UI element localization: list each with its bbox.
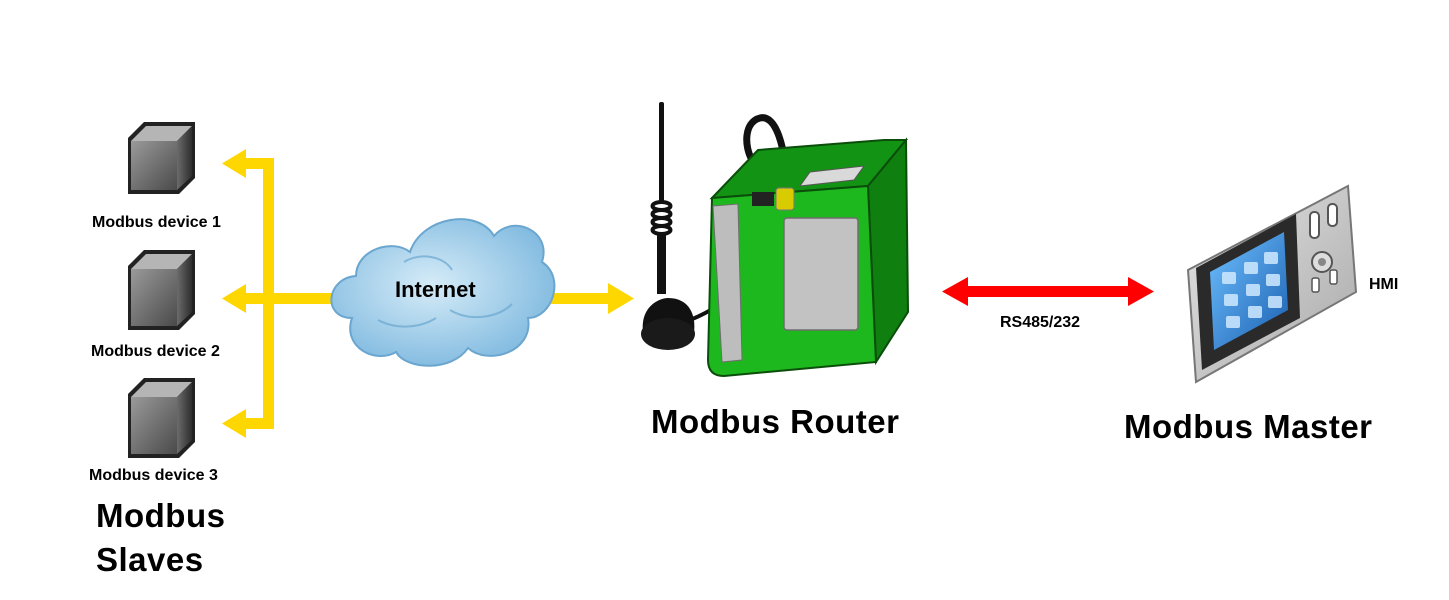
serial-link-label: RS485/232 [1000,314,1081,331]
slave-device-3-label: Modbus device 3 [89,467,218,484]
cube-icon-device-3 [128,378,195,458]
slave-device-1-label: Modbus device 1 [92,214,221,231]
router-label: Modbus Router [651,403,900,440]
hmi-panel-icon [1186,184,1358,384]
slaves-group-title-line-2: Slaves [96,541,204,578]
slaves-group-title-line-1: Modbus [96,497,226,534]
router-icon [706,114,910,378]
antenna-icon [641,102,718,350]
master-label: Modbus Master [1124,408,1373,445]
slave-device-2-label: Modbus device 2 [91,343,220,360]
cloud-icon [330,218,556,367]
cube-icon-device-1 [128,122,195,194]
hmi-label: HMI [1369,276,1399,293]
slave-distribution-arrows [222,149,634,438]
internet-label: Internet [395,277,476,302]
cube-icon-device-2 [128,250,195,330]
serial-link-arrow [942,277,1154,306]
